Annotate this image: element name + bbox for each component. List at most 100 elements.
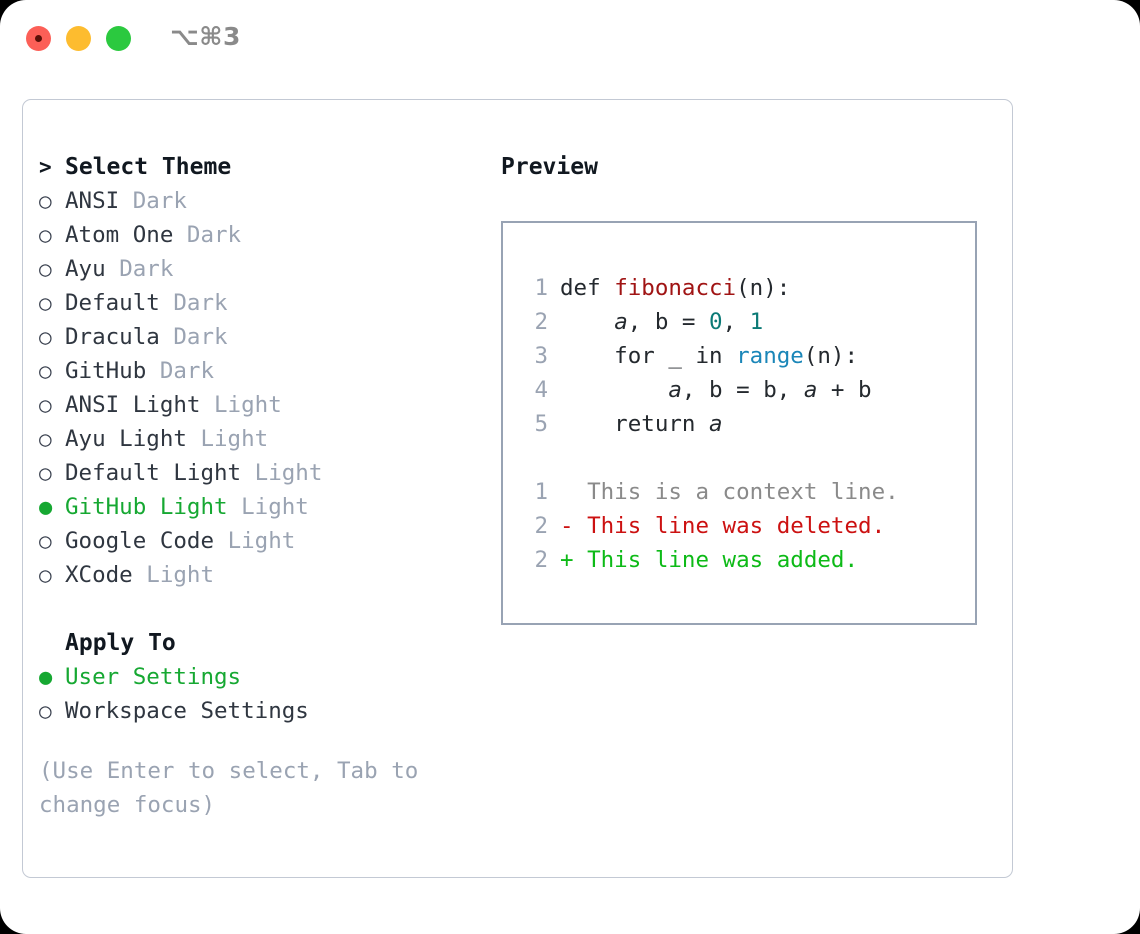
code-token: a: [709, 411, 723, 437]
main-panel: >Select Theme ○ANSI Dark○Atom One Dark○A…: [22, 99, 1013, 878]
select-theme-heading-label: Select Theme: [65, 154, 232, 180]
theme-list-item[interactable]: ○Dracula Dark: [39, 320, 479, 354]
radio-unselected-icon[interactable]: ○: [39, 291, 52, 315]
maximize-window-button[interactable]: [106, 26, 131, 51]
code-token: 0: [709, 309, 723, 335]
radio-selected-icon[interactable]: ●: [39, 665, 53, 690]
code-token: a: [614, 309, 628, 335]
theme-variant-badge: Light: [214, 392, 282, 418]
code-line: 5 return a: [522, 407, 899, 441]
code-token: , b = b,: [681, 377, 804, 403]
title-bar: ⌥⌘3: [0, 0, 1140, 78]
list-spacer: [39, 592, 479, 626]
theme-name: GitHub: [65, 358, 147, 384]
select-theme-heading: >Select Theme: [39, 150, 479, 184]
theme-name: GitHub Light: [65, 494, 228, 520]
code-token: [560, 377, 668, 403]
theme-list-item[interactable]: ○Ayu Light Light: [39, 422, 479, 456]
theme-list-item[interactable]: ○ Google Code Light: [39, 524, 479, 558]
theme-name: Google Code: [65, 528, 215, 554]
radio-unselected-icon[interactable]: ○: [39, 325, 52, 349]
code-token: (n):: [736, 275, 791, 301]
code-token: for _ in: [560, 343, 737, 369]
theme-list-item[interactable]: ○ GitHub Dark: [39, 354, 479, 388]
diff-marker: [560, 479, 587, 505]
theme-list-item[interactable]: ○ANSI Light Light: [39, 388, 479, 422]
apply-to-label: User Settings: [65, 664, 242, 690]
theme-variant-badge: Light: [146, 562, 215, 588]
diff-text: This line was added.: [587, 547, 859, 573]
line-number: 2: [534, 547, 548, 573]
radio-unselected-icon[interactable]: ○: [39, 563, 52, 587]
line-number: 1: [534, 275, 548, 301]
theme-variant-badge: Dark: [132, 188, 187, 214]
apply-to-item[interactable]: ○ Workspace Settings: [39, 694, 479, 728]
radio-unselected-icon[interactable]: ○: [39, 189, 52, 213]
theme-variant-badge: Dark: [173, 290, 228, 316]
theme-list-item[interactable]: ○Default Light Light: [39, 456, 479, 490]
radio-unselected-icon[interactable]: ○: [39, 393, 52, 417]
code-line: 3 for _ in range(n):: [522, 339, 899, 373]
theme-variant-badge: Light: [241, 494, 309, 520]
apply-to-label: Workspace Settings: [65, 698, 309, 724]
theme-name: ANSI: [65, 188, 120, 214]
radio-selected-icon[interactable]: ●: [39, 495, 53, 520]
line-number: 2: [534, 309, 548, 335]
diff-line: 1 This is a context line.: [522, 475, 899, 509]
code-line: 2 a, b = 0, 1: [522, 305, 899, 339]
line-number: 1: [534, 479, 548, 505]
radio-unselected-icon[interactable]: ○: [39, 427, 52, 451]
code-token: + b: [817, 377, 872, 403]
radio-unselected-icon[interactable]: ○: [39, 461, 52, 485]
theme-variant-badge: Light: [227, 528, 296, 554]
code-token: def: [560, 275, 615, 301]
diff-text: This line was deleted.: [587, 513, 886, 539]
code-token: fibonacci: [614, 275, 737, 301]
theme-name: Default: [65, 290, 160, 316]
code-token: return: [560, 411, 710, 437]
line-number: 4: [534, 377, 548, 403]
code-token: range: [736, 343, 804, 369]
close-window-button[interactable]: [26, 26, 51, 51]
theme-list-item[interactable]: ○XCode Light: [39, 558, 479, 592]
theme-variant-badge: Dark: [186, 222, 242, 248]
theme-list-item[interactable]: ○ ANSI Dark: [39, 184, 479, 218]
code-token: (n):: [803, 343, 859, 369]
theme-list-item[interactable]: ○ Default Dark: [39, 286, 479, 320]
code-token: 1: [749, 309, 764, 335]
theme-variant-badge: Light: [254, 460, 323, 486]
code-token: [560, 309, 614, 335]
code-token: a: [803, 377, 818, 403]
diff-marker: +: [560, 547, 588, 573]
minimize-window-button[interactable]: [66, 26, 91, 51]
line-number: 5: [534, 411, 548, 437]
apply-to-item[interactable]: ● User Settings: [39, 660, 479, 694]
radio-unselected-icon[interactable]: ○: [39, 223, 52, 247]
keyboard-hint-text: (Use Enter to select, Tab to change focu…: [39, 758, 419, 818]
theme-name: Dracula: [65, 324, 160, 350]
theme-name: Ayu Light: [65, 426, 187, 452]
theme-list-item[interactable]: ○Atom One Dark: [39, 218, 479, 252]
code-token: ,: [722, 309, 750, 335]
theme-variant-badge: Dark: [119, 256, 174, 282]
diff-text: This is a context line.: [587, 479, 899, 505]
radio-unselected-icon[interactable]: ○: [39, 257, 52, 281]
line-number: 2: [534, 513, 548, 539]
code-token: , b =: [627, 309, 710, 335]
theme-list[interactable]: ○ANSI Dark○Atom One Dark○Ayu Dark○Defaul…: [39, 184, 479, 592]
theme-variant-badge: Dark: [159, 358, 215, 384]
diff-line: 2- This line was deleted.: [522, 509, 899, 543]
diff-line: 2 + This line was added.: [522, 543, 899, 577]
apply-to-list[interactable]: ● User Settings ○ Workspace Settings: [39, 660, 479, 728]
theme-list-item[interactable]: ○Ayu Dark: [39, 252, 479, 286]
radio-unselected-icon[interactable]: ○: [39, 529, 52, 553]
radio-unselected-icon[interactable]: ○: [39, 699, 52, 723]
radio-unselected-icon[interactable]: ○: [39, 359, 52, 383]
theme-list-item[interactable]: ● GitHub Light Light: [39, 490, 479, 524]
code-token: a: [668, 377, 682, 403]
code-line: 4 a, b = b, a + b: [522, 373, 899, 407]
